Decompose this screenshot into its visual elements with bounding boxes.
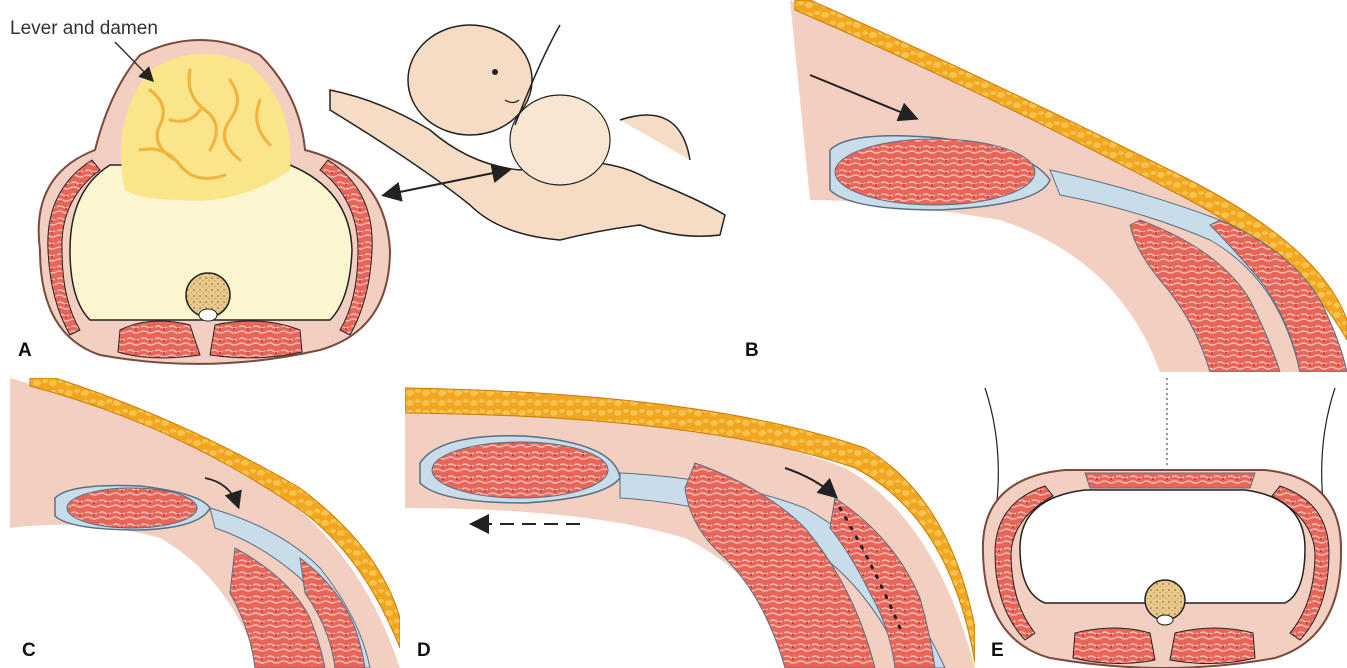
- panel-letter-e: E: [991, 640, 1004, 662]
- panel-b: B: [740, 0, 1347, 372]
- panel-letter-a: A: [18, 340, 32, 362]
- panel-letter-c: C: [22, 640, 36, 662]
- panel-d: D: [405, 378, 975, 668]
- panel-letter-b: B: [745, 340, 759, 362]
- panel-d-illustration: [405, 378, 975, 668]
- panel-e-illustration: [975, 378, 1347, 668]
- panel-c-illustration: [0, 378, 400, 668]
- panel-a-illustration: [0, 0, 760, 372]
- panel-letter-d: D: [417, 640, 431, 662]
- callout-liver-label: Lever and damen: [10, 18, 158, 40]
- panel-b-illustration: [740, 0, 1347, 372]
- infant-figure: [330, 25, 725, 240]
- panel-e: E: [975, 378, 1347, 668]
- panel-a: Lever and damen A: [0, 0, 760, 372]
- panel-c: C: [0, 378, 400, 668]
